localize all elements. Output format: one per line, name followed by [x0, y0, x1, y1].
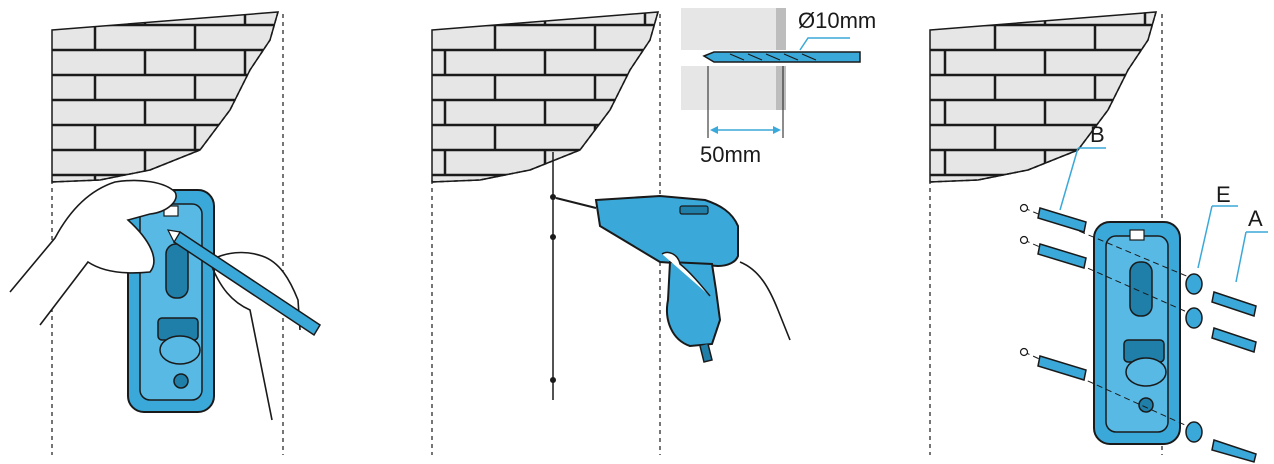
brick-wall-icon: [929, 11, 1158, 183]
panel-2-drill-holes: Ø10mm 50mm: [431, 8, 876, 455]
drill-icon: [555, 194, 791, 363]
pencil-icon: [166, 229, 322, 337]
drill-depth-detail: Ø10mm 50mm: [681, 8, 876, 167]
drill-bit-icon: [702, 51, 861, 63]
marked-point: [550, 234, 556, 240]
marked-point: [550, 377, 556, 383]
marked-point: [550, 194, 556, 200]
screw-icon: [1211, 291, 1257, 463]
part-label-e: E: [1216, 182, 1231, 207]
washer-icon: [1185, 273, 1203, 443]
panel-1-mark-holes: [9, 11, 322, 455]
part-label-a: A: [1248, 206, 1263, 231]
wall-plug-icon: [1019, 203, 1087, 381]
bracket-icon: [127, 189, 215, 413]
diameter-leader: [799, 37, 850, 51]
panel-3-mount-bracket: B E A: [929, 11, 1268, 463]
marking-line: [550, 152, 556, 400]
diameter-label: Ø10mm: [798, 8, 876, 33]
part-callouts: B E A: [1059, 122, 1268, 283]
brick-wall-icon: [431, 11, 660, 183]
bracket-icon: [1093, 221, 1181, 445]
brick-wall-icon: [51, 11, 280, 183]
part-label-b: B: [1090, 122, 1105, 147]
depth-label: 50mm: [700, 142, 761, 167]
